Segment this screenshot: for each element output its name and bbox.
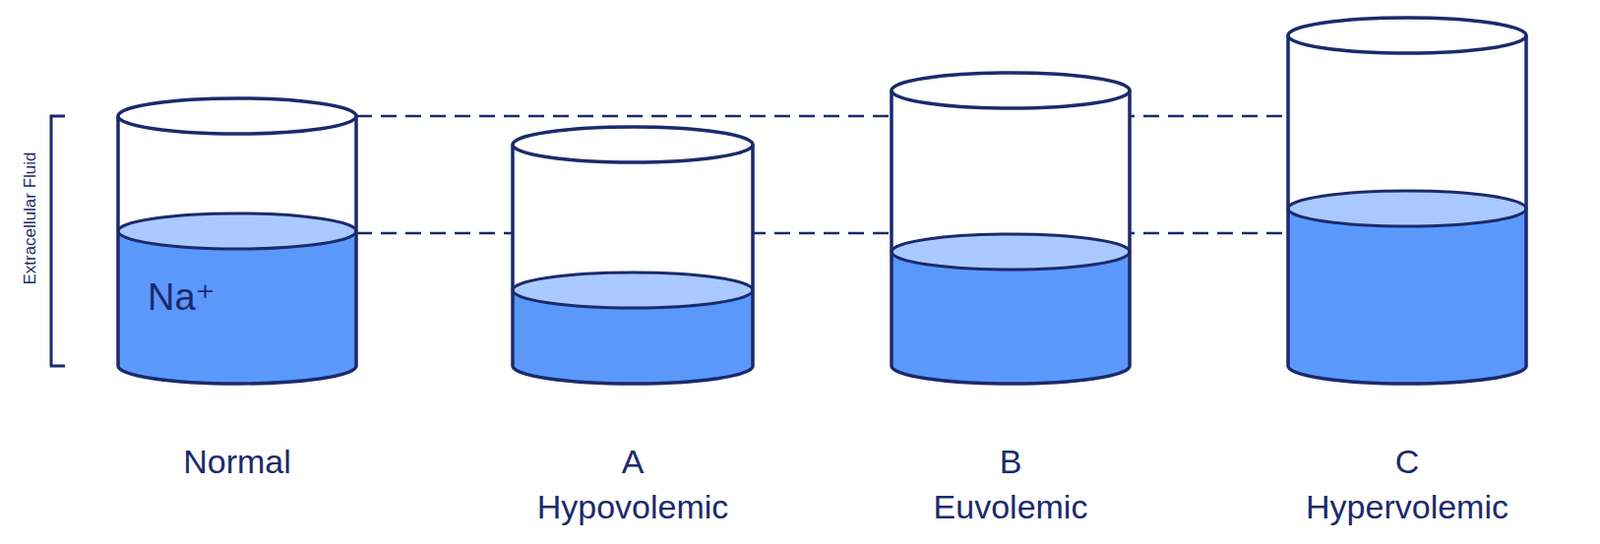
cylinder-outline <box>891 90 1130 384</box>
fluid-cylinder <box>1288 17 1527 384</box>
cylinder-outline <box>118 116 357 384</box>
panel-letter: B <box>999 443 1023 481</box>
cylinder-rim <box>512 126 753 163</box>
group-label: Normal <box>183 443 292 481</box>
cylinder-outline <box>512 144 753 384</box>
ecf-bracket <box>51 116 65 367</box>
fluid-cylinder: Na⁺ <box>110 90 365 388</box>
fluid-cylinder <box>891 72 1130 384</box>
fluid-body <box>891 251 1130 384</box>
group-label: Euvolemic <box>933 489 1089 526</box>
fluid-body <box>1288 208 1527 384</box>
fluid-cylinder <box>512 126 753 384</box>
volume-dashed-line <box>356 115 1288 119</box>
cylinder-body <box>1288 35 1527 384</box>
cylinder-outline <box>1288 35 1527 384</box>
ion-label: Na⁺ <box>147 275 216 319</box>
cylinder-body <box>118 116 357 384</box>
sodium-dashed-line <box>356 232 1288 236</box>
cylinder-rim <box>118 98 357 134</box>
cylinder-body <box>512 144 753 384</box>
cylinder-rim <box>891 72 1130 109</box>
cylinder-shape <box>110 90 365 388</box>
group-label: Hypervolemic <box>1305 489 1509 526</box>
fluid-surface <box>891 234 1130 270</box>
panel-letter: C <box>1395 443 1420 481</box>
fluid-surface <box>512 272 753 308</box>
panel-letter: A <box>621 443 645 481</box>
cylinder-body <box>891 90 1130 384</box>
fluid-body <box>118 231 357 384</box>
cylinder-rim <box>1288 17 1527 54</box>
axis-label: Extracellular Fluid <box>21 151 41 285</box>
level-lines <box>356 116 1288 234</box>
fluid-surface <box>118 213 357 249</box>
fluid-surface <box>1288 190 1527 227</box>
group-label: Hypovolemic <box>537 489 730 526</box>
